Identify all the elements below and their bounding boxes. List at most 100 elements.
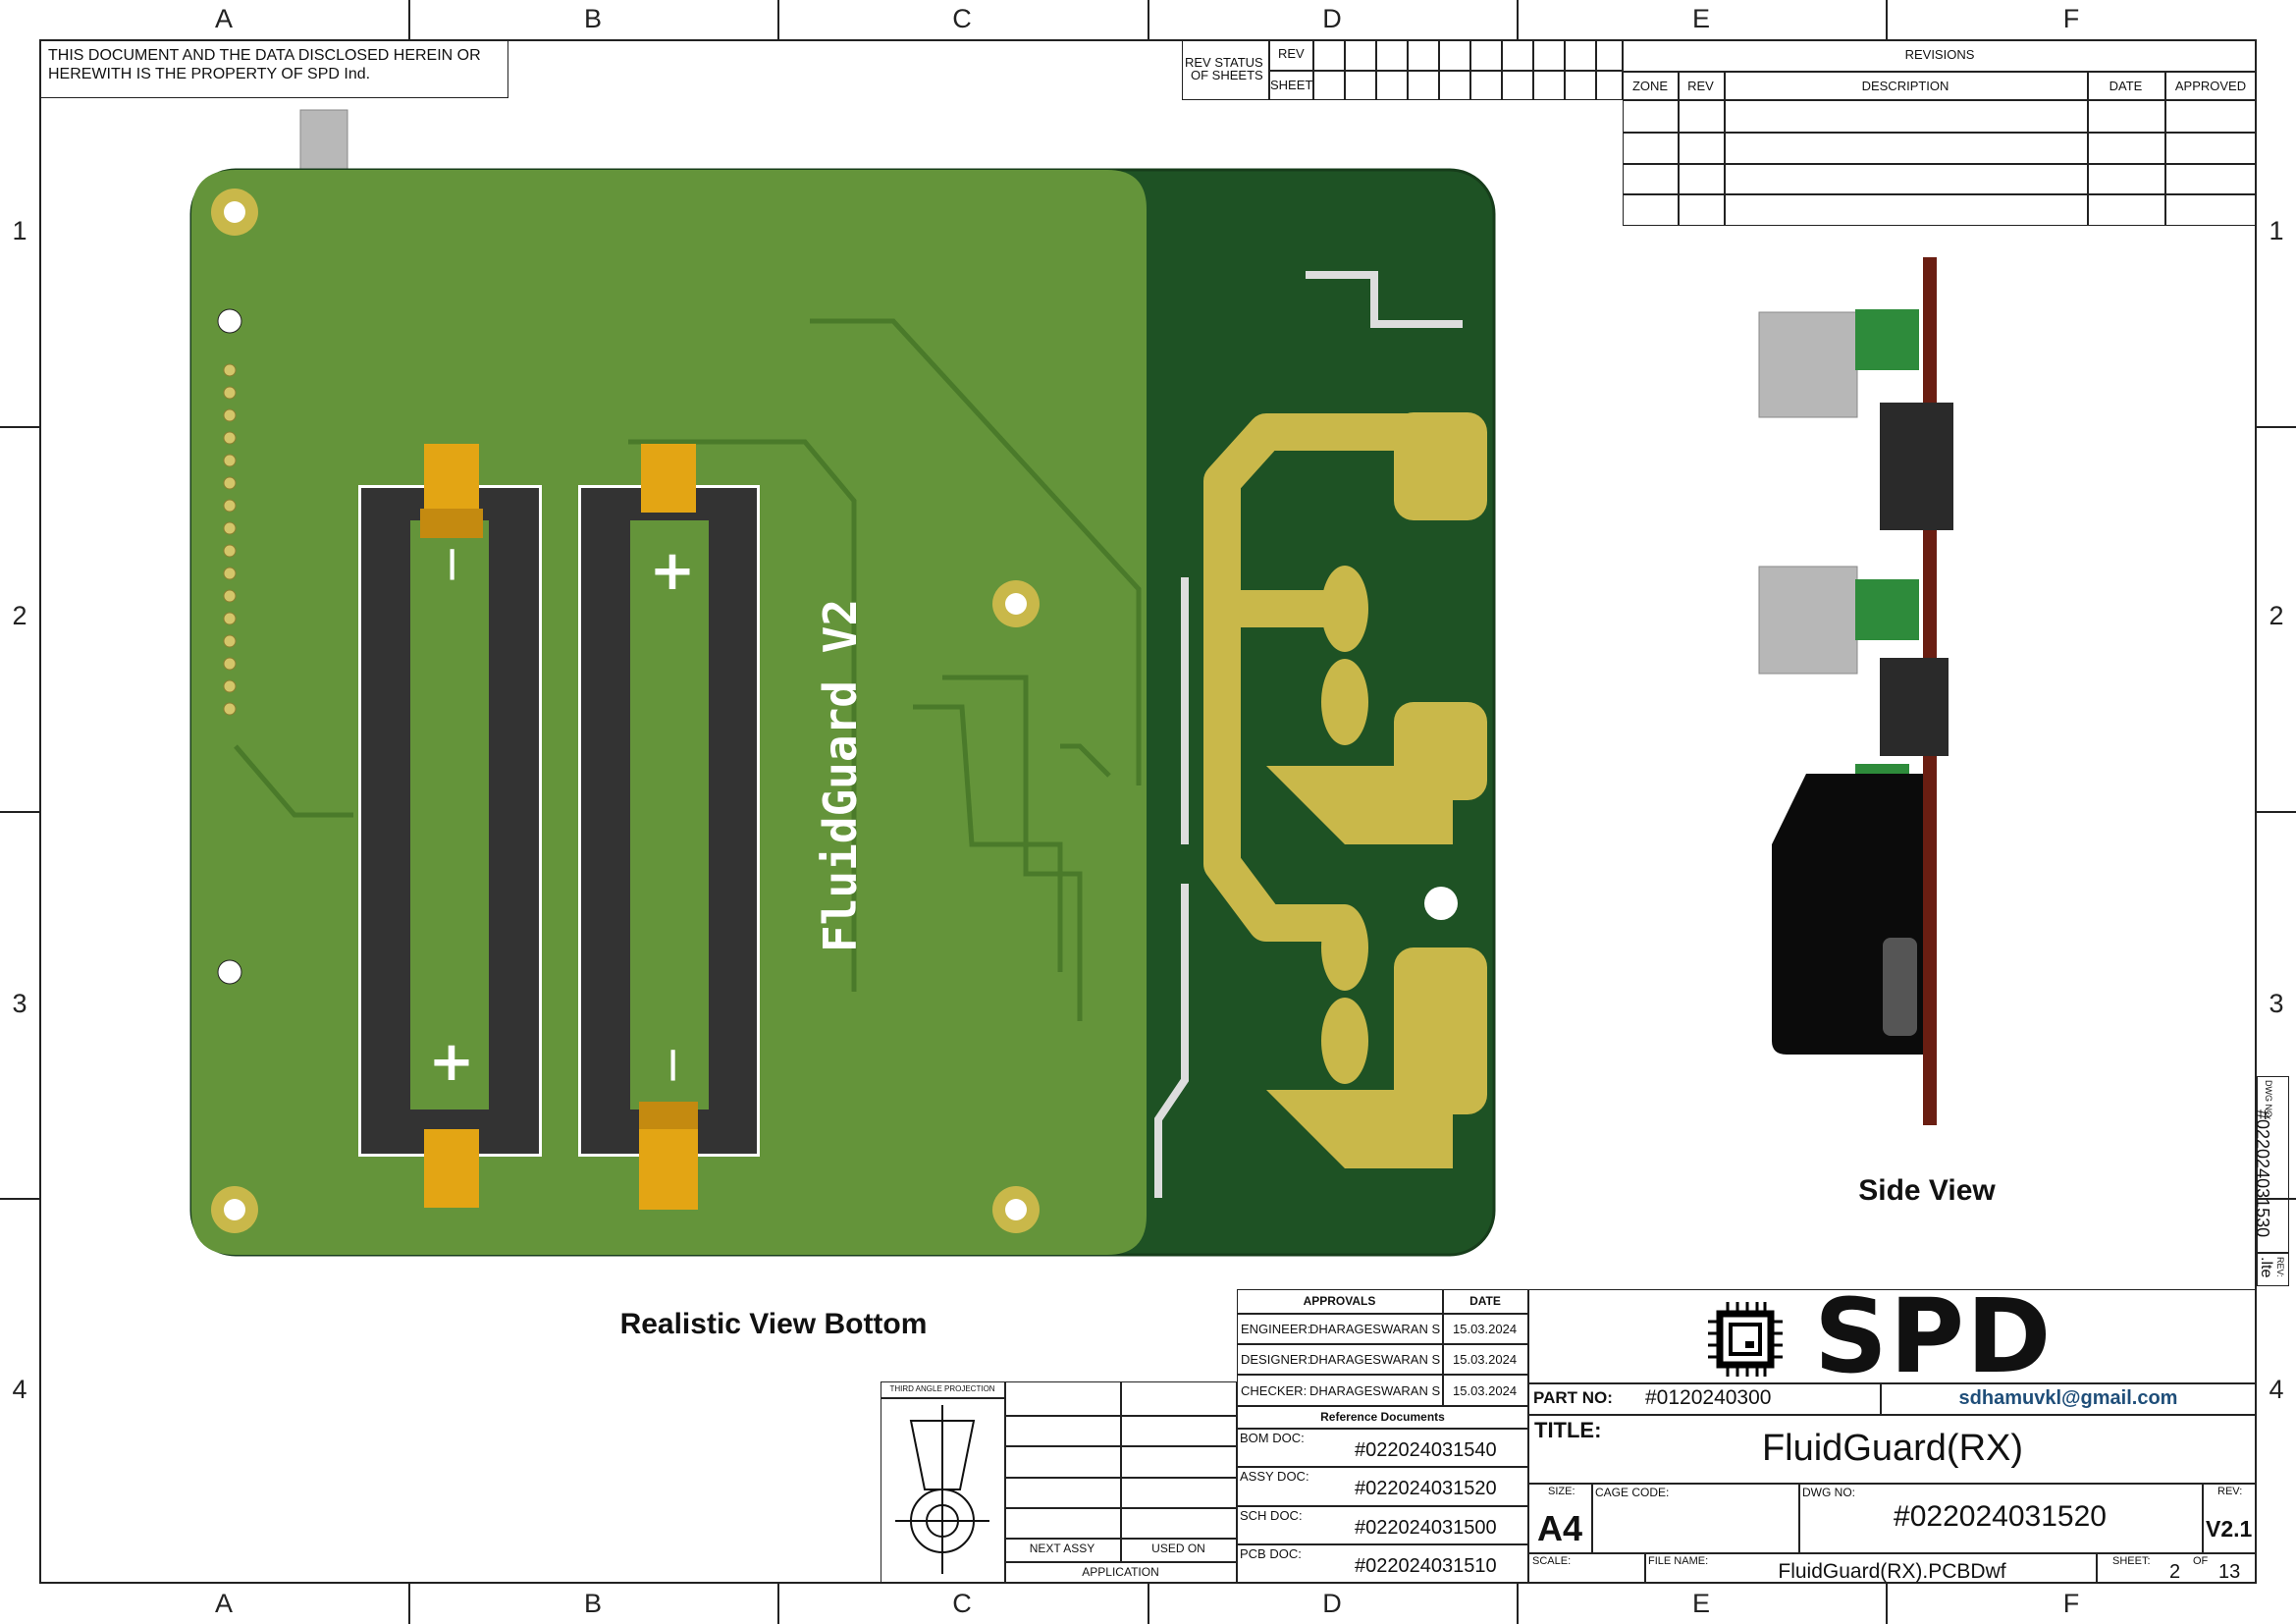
zone-col-c-bottom: C — [952, 1589, 972, 1618]
zone-col-f-top: F — [2062, 4, 2080, 33]
pcb-doc-value: #022024031510 — [1355, 1555, 1497, 1577]
zone-row-4-right: 4 — [2269, 1375, 2284, 1404]
title-label: TITLE: — [1534, 1418, 1602, 1442]
rev-label: REV: — [2217, 1486, 2243, 1497]
battery-holder-2 — [578, 444, 760, 1210]
designer-name: DHARAGESWARAN S — [1309, 1352, 1441, 1367]
contact-email[interactable]: sdhamuvkl@gmail.com — [1958, 1387, 2178, 1409]
file-name-value: FluidGuard(RX).PCBDwf — [1778, 1560, 2006, 1583]
scale-label: SCALE: — [1532, 1555, 1572, 1567]
pcb-silkscreen-label: FluidGuard V2 — [814, 599, 867, 952]
designer-role: DESIGNER: — [1241, 1352, 1311, 1367]
mounting-holes — [211, 189, 1458, 1233]
of-value: 13 — [2218, 1561, 2241, 1583]
pcb-doc-label: PCB DOC: — [1240, 1546, 1302, 1561]
zone-col-e-bottom: E — [1691, 1589, 1710, 1618]
revisions-col-zone: ZONE — [1631, 79, 1669, 93]
zone-row-3-right: 3 — [2269, 989, 2284, 1018]
battery-1-minus: − — [425, 544, 482, 585]
zone-col-d-top: D — [1322, 4, 1342, 33]
side-connector-1 — [1758, 311, 1858, 418]
engineer-role: ENGINEER: — [1241, 1322, 1311, 1336]
dwg-no-value: #022024031520 — [1894, 1500, 2107, 1533]
checker-date: 15.03.2024 — [1453, 1383, 1518, 1398]
third-angle-projection-symbol — [895, 1405, 989, 1574]
sch-doc-value: #022024031500 — [1355, 1517, 1497, 1539]
reference-docs-header: Reference Documents — [1320, 1410, 1445, 1424]
strip-dwg-value: #022024031530 — [2253, 1110, 2272, 1238]
next-assy-label: NEXT ASSY — [1029, 1542, 1095, 1555]
pcb-traces — [234, 318, 1142, 1021]
engineer-date: 15.03.2024 — [1453, 1322, 1518, 1336]
pcb-bottom-view: − + + − FluidGuard V2 — [189, 109, 1496, 1257]
part-no-label: PART NO: — [1533, 1388, 1613, 1407]
pcb-side-view — [1758, 257, 1953, 1125]
projection-title: THIRD ANGLE PROJECTION — [889, 1384, 995, 1393]
rev-status-label: REV STATUS — [1185, 55, 1263, 70]
battery-2-plus: + — [650, 539, 696, 603]
zone-col-a-top: A — [214, 4, 233, 33]
revisions-col-approved: APPROVED — [2174, 79, 2247, 93]
strip-rev-value: .lte — [2258, 1257, 2274, 1278]
strip-rev-label: REV: — [2275, 1257, 2285, 1277]
revisions-col-rev: REV — [1687, 79, 1714, 93]
size-value: A4 — [1537, 1508, 1583, 1548]
size-label: SIZE: — [1548, 1486, 1575, 1497]
battery-holder-1 — [358, 444, 542, 1208]
engineer-name: DHARAGESWARAN S — [1309, 1322, 1441, 1336]
file-name-label: FILE NAME: — [1648, 1555, 1709, 1567]
rev-status-label-2: OF SHEETS — [1191, 68, 1263, 82]
checker-name: DHARAGESWARAN S — [1309, 1383, 1441, 1398]
assy-doc-label: ASSY DOC: — [1240, 1469, 1309, 1484]
battery-1-plus: + — [429, 1030, 475, 1094]
header-pins — [223, 363, 237, 716]
assy-doc-value: #022024031520 — [1355, 1478, 1497, 1499]
of-label: OF — [2193, 1555, 2209, 1567]
zone-col-c-top: C — [952, 4, 972, 33]
side-terminal-2 — [1855, 579, 1919, 640]
used-on-label: USED ON — [1151, 1542, 1205, 1555]
pcb-pads — [1266, 412, 1487, 1168]
sheet-value: 2 — [2169, 1561, 2181, 1583]
bottom-view-label: Realistic View Bottom — [619, 1308, 928, 1340]
zone-col-b-top: B — [583, 4, 602, 33]
drawing-title: FluidGuard(RX) — [1761, 1428, 2024, 1469]
property-notice: THIS DOCUMENT AND THE DATA DISCLOSED HER… — [39, 39, 508, 98]
rev-value: V2.1 — [2206, 1516, 2253, 1542]
zone-col-e-top: E — [1691, 4, 1710, 33]
bom-doc-label: BOM DOC: — [1240, 1431, 1305, 1445]
application-label: APPLICATION — [1082, 1565, 1159, 1579]
dwg-no-label: DWG NO: — [1802, 1486, 1855, 1499]
rev-row-label: REV — [1278, 46, 1305, 61]
silver-traces — [1154, 271, 1463, 1198]
approvals-header: APPROVALS — [1303, 1294, 1376, 1308]
checker-role: CHECKER: — [1241, 1383, 1308, 1398]
notice-line-2: HEREWITH IS THE PROPERTY OF SPD Ind. — [48, 66, 371, 82]
revisions-col-date: DATE — [2109, 79, 2143, 93]
side-component-2 — [1880, 658, 1949, 756]
zone-col-a-bottom: A — [214, 1589, 233, 1618]
zone-row-2-right: 2 — [2269, 601, 2284, 630]
zone-col-d-bottom: D — [1322, 1589, 1342, 1618]
zone-row-4-left: 4 — [12, 1375, 27, 1404]
zone-row-3-left: 3 — [12, 989, 27, 1018]
zone-col-f-bottom: F — [2062, 1589, 2080, 1618]
zone-col-b-bottom: B — [583, 1589, 602, 1618]
bom-doc-value: #022024031540 — [1355, 1439, 1497, 1461]
revisions-title: REVISIONS — [1904, 47, 1975, 62]
designer-date: 15.03.2024 — [1453, 1352, 1518, 1367]
notice-line-1: THIS DOCUMENT AND THE DATA DISCLOSED HER… — [48, 47, 481, 64]
cage-code-label: CAGE CODE: — [1595, 1486, 1670, 1499]
zone-row-1-right: 1 — [2269, 216, 2284, 245]
sch-doc-label: SCH DOC: — [1240, 1508, 1303, 1523]
approvals-date-header: DATE — [1469, 1294, 1501, 1308]
sma-connector — [299, 109, 348, 174]
part-no-value: #0120240300 — [1645, 1386, 1772, 1409]
zone-row-2-left: 2 — [12, 601, 27, 630]
side-connector-2 — [1758, 566, 1858, 675]
sheet-label: SHEET: — [2112, 1555, 2151, 1567]
spd-logo: SPD — [1814, 1276, 2054, 1396]
side-view-label: Side View — [1858, 1174, 1996, 1207]
side-capacitor — [1883, 938, 1917, 1036]
battery-2-minus: − — [646, 1045, 703, 1086]
